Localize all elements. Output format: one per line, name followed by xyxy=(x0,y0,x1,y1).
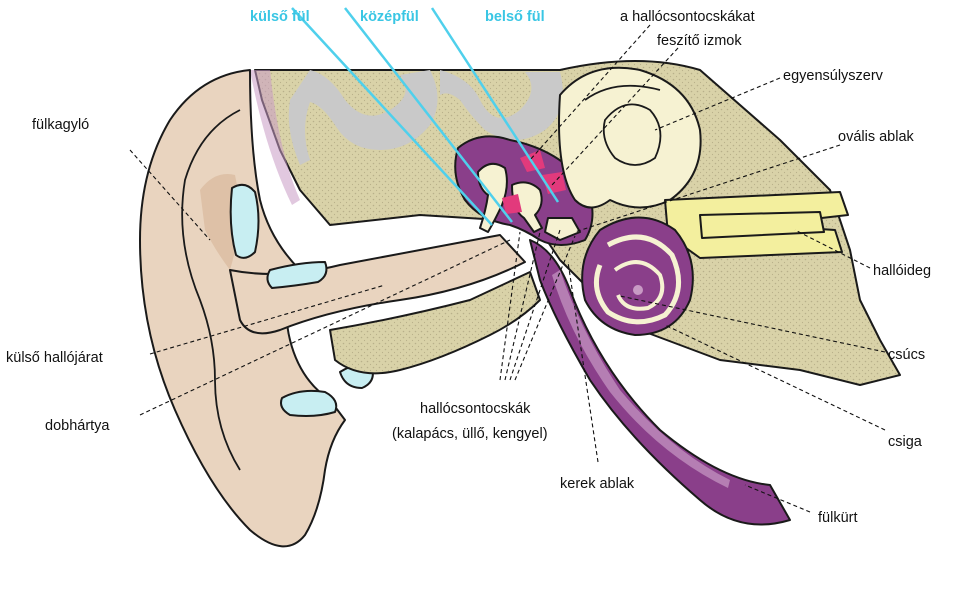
label-auricle: fülkagyló xyxy=(32,117,89,133)
brain-gyri xyxy=(288,70,563,165)
label-round-window: kerek ablak xyxy=(560,476,635,492)
label-cochlea: csiga xyxy=(888,434,923,450)
lower-canal-wall xyxy=(329,271,541,375)
header-middle-ear: középfül xyxy=(360,9,419,25)
label-ossicles-1: hallócsontocskák xyxy=(420,401,531,417)
label-ossicles-2: (kalapács, üllő, kengyel) xyxy=(392,426,548,442)
label-ossicle-muscles-1: a hallócsontocskákat xyxy=(620,9,755,25)
auricle-shadow xyxy=(200,174,239,270)
cartilage-upper-1 xyxy=(229,183,260,259)
outer-ear-header-line xyxy=(291,7,493,226)
label-balance-organ: egyensúlyszerv xyxy=(783,68,884,84)
stapes xyxy=(544,217,581,241)
label-eustachian-tube: fülkürt xyxy=(818,510,858,526)
inner-ear-header-line xyxy=(430,7,560,203)
label-ossicle-muscles-2: feszítő izmok xyxy=(657,33,742,49)
label-ear-canal: külső hallójárat xyxy=(6,350,103,366)
eustachian-tube-shape xyxy=(529,239,791,526)
middle-ear-header-line xyxy=(344,7,513,223)
auditory-nerve-bundle-2 xyxy=(699,211,825,239)
muscle-pink-3 xyxy=(502,194,522,214)
ear-canal-shape xyxy=(229,234,526,335)
cochlea-turn-inner xyxy=(613,260,665,311)
cartilage-upper-2 xyxy=(266,261,328,289)
cochlea-turn-outer xyxy=(593,234,682,325)
leader-lines xyxy=(129,24,886,513)
cochlea-apex-spot xyxy=(633,285,643,295)
auricle-inner-fold xyxy=(181,109,241,471)
header-outer-ear: külső fül xyxy=(250,9,310,25)
label-auditory-nerve: hallóideg xyxy=(873,263,931,279)
label-oval-window: ovális ablak xyxy=(838,129,915,145)
semicircular-canal-1 xyxy=(602,103,662,166)
header-inner-ear: belső fül xyxy=(485,9,545,25)
scalp-layer xyxy=(250,70,300,205)
semicircular-canal-2 xyxy=(584,84,661,101)
cartilage-lower-1 xyxy=(280,389,338,417)
label-eardrum: dobhártya xyxy=(45,418,110,434)
label-apex: csúcs xyxy=(888,347,925,363)
